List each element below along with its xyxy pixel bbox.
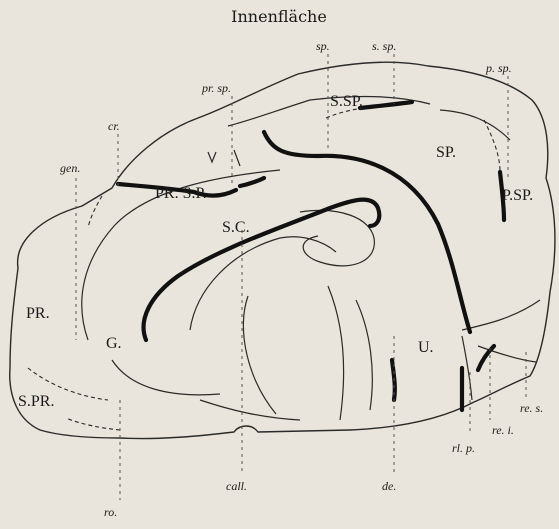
- medial-lower-curve: [200, 400, 300, 420]
- postsplenial-dash: [484, 120, 500, 172]
- marker-label-re-i: re. i.: [492, 423, 514, 437]
- marker-label-re-s: re. s.: [520, 401, 543, 415]
- region-label-pr: PR.: [26, 305, 50, 322]
- sulcus-rhinal-inferior: [478, 346, 494, 370]
- region-label-s-sp: S.SP.: [330, 93, 363, 110]
- marker-label-sp: sp.: [316, 39, 330, 53]
- region-label-sp: SP.: [436, 144, 456, 161]
- region-label-pr-sp: PR. S.P.: [155, 185, 207, 202]
- marker-label-cr: cr.: [108, 119, 120, 133]
- marker-label-call: call.: [226, 479, 247, 493]
- gyrus-line-right: [440, 110, 510, 140]
- splenium-curve: [300, 210, 374, 265]
- sulcus-callosomarginal: [264, 132, 470, 332]
- marker-label-pr-sp: pr. sp.: [201, 81, 231, 95]
- tick-mark-1: [208, 152, 216, 162]
- marker-label-s-sp: s. sp.: [372, 39, 396, 53]
- region-label-u: U.: [418, 339, 434, 356]
- tick-mark-2: [234, 150, 240, 166]
- lower-left-curve: [112, 360, 220, 395]
- sulcus-presplenial: [240, 178, 264, 186]
- marker-label-rl-p: rl. p.: [452, 441, 475, 455]
- marker-label-p-sp: p. sp.: [485, 61, 512, 75]
- callosal-inner-curve: [190, 237, 336, 330]
- gyrus-line-upper: [228, 97, 430, 126]
- hippocampal-curve: [328, 286, 344, 420]
- diagram-title: Innenfläche: [231, 7, 327, 26]
- brain-outline: [10, 62, 555, 438]
- fornix-curve: [243, 296, 276, 414]
- marker-label-de: de.: [382, 479, 396, 493]
- orbital-dash: [66, 418, 120, 430]
- sulcus-genual: [144, 200, 380, 340]
- dentate-curve: [356, 300, 372, 410]
- region-label-s-c: S.C.: [222, 219, 250, 236]
- marker-label-gen: gen.: [60, 161, 80, 175]
- region-label-s-pr: S.PR.: [18, 393, 54, 410]
- right-lower-curve: [462, 300, 540, 330]
- region-label-g: G.: [106, 335, 122, 352]
- region-label-p-sp: P.SP.: [502, 187, 533, 204]
- sulcus-superior-splenial: [360, 102, 412, 108]
- marker-label-ro: ro.: [104, 505, 117, 519]
